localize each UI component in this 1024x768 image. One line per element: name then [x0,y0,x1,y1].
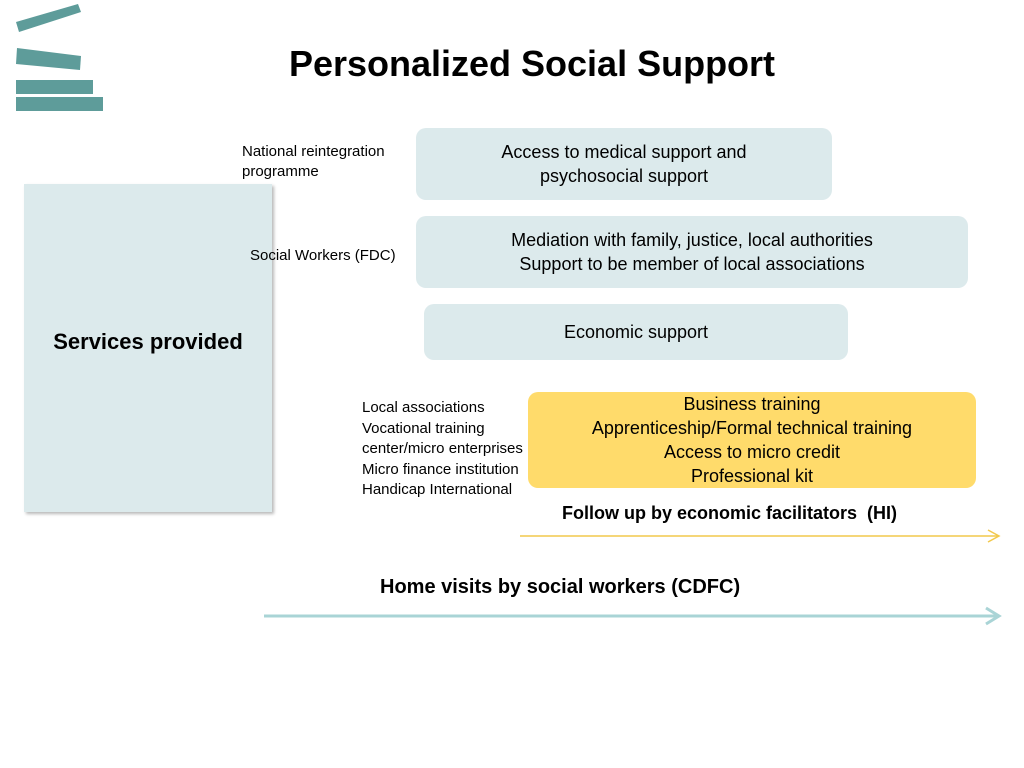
provider-national-reintegration: National reintegration programme [242,143,385,180]
provider-social-workers: Social Workers (FDC) [250,247,396,264]
followup-label: Follow up by economic facilitators (HI) [562,503,898,523]
service-box-training: Business training Apprenticeship/Formal … [528,392,976,488]
service-line: Access to medical support and [501,142,747,162]
service-box-economic: Economic support [424,304,848,360]
services-provided-label: Services provided [53,329,243,354]
provider-local-list: Local associations Vocational training c… [362,398,523,501]
service-line: psychosocial support [539,166,709,186]
service-line: Support to be member of local associatio… [519,254,865,274]
service-box-medical: Access to medical support and psychosoci… [416,128,832,200]
home-visits-label: Home visits by social workers (CDFC) [380,576,741,598]
home-visits-arrow [264,606,1002,626]
service-box-mediation: Mediation with family, justice, local au… [416,216,968,288]
provider-local-item: Handicap International [362,481,513,498]
page-title: Personalized Social Support [288,43,776,84]
service-line: Apprenticeship/Formal technical training [591,418,913,438]
service-line: Business training [683,394,821,414]
followup-arrow [520,529,1001,543]
provider-local-item: Vocational training [362,419,485,437]
service-line: Mediation with family, justice, local au… [511,230,873,250]
provider-local-item: Local associations [362,399,485,416]
service-line: Professional kit [690,466,814,486]
service-line: Access to micro credit [663,442,841,462]
services-provided-box: Services provided [24,184,272,512]
provider-local-item: center/micro enterprises [362,440,523,457]
provider-local-item: Micro finance institution [362,460,519,478]
logo-bars-icon [16,4,103,111]
service-line: Economic support [563,322,709,342]
